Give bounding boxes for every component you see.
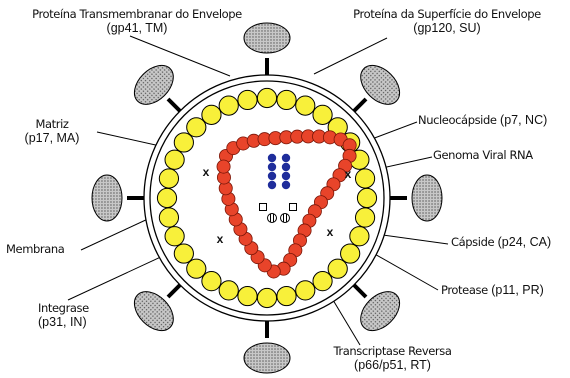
- leader-line: [130, 36, 230, 76]
- integrase-code: (p31, IN): [38, 315, 89, 329]
- matrix-protein: [202, 105, 221, 124]
- nucleocapsid-name: Nucleocápside: [418, 113, 497, 127]
- reverse-transcriptase: [268, 214, 277, 223]
- protease-code: (p11, PR): [491, 283, 544, 297]
- nucleocapsid-label: Nucleocápside (p7, NC): [418, 113, 547, 127]
- matrix-name: Matriz: [6, 117, 98, 131]
- matrix-label: Matriz (p17, MA): [6, 117, 98, 145]
- matrix-protein: [341, 244, 360, 263]
- rna-nucleotide: [268, 172, 276, 180]
- matrix-protein: [202, 272, 221, 291]
- tm-label: Proteína Transmembranar do Envelope (gp4…: [12, 7, 262, 35]
- genome-label: Genoma Viral RNA: [433, 148, 533, 162]
- matrix-protein: [277, 90, 296, 109]
- rna-nucleotide: [282, 154, 290, 162]
- matrix-protein: [257, 288, 276, 307]
- protease-x-marker: x: [327, 225, 334, 239]
- matrix-protein: [187, 259, 206, 278]
- matrix-protein: [296, 281, 315, 300]
- capsid-name: Cápside: [451, 235, 494, 249]
- matrix-protein: [165, 150, 184, 169]
- matrix-protein: [350, 227, 369, 246]
- gp120-knob: [412, 175, 442, 221]
- viral-envelope: [92, 23, 442, 373]
- matrix-protein: [219, 281, 238, 300]
- su-code: (gp120, SU): [333, 21, 561, 35]
- protease-name: Protease: [441, 283, 488, 297]
- matrix-code: (p17, MA): [6, 131, 98, 145]
- matrix-protein: [238, 90, 257, 109]
- nucleocapsid-code: (p7, NC): [500, 113, 547, 127]
- tm-name: Proteína Transmembranar do Envelope: [12, 7, 262, 21]
- membrane-label: Membrana: [6, 242, 64, 256]
- gp120-knob: [244, 343, 290, 373]
- matrix-protein: [238, 286, 257, 305]
- capsid-label: Cápside (p24, CA): [451, 235, 551, 249]
- matrix-protein: [174, 244, 193, 263]
- integrase-molecule: [290, 204, 297, 211]
- protease-label: Protease (p11, PR): [441, 283, 544, 297]
- matrix-protein: [165, 227, 184, 246]
- gp120-knob: [92, 175, 122, 221]
- su-name: Proteína da Superfície do Envelope: [333, 7, 561, 21]
- rt-label: Transcriptase Reversa (p66/p51, RT): [330, 344, 455, 372]
- rt-code: (p66/p51, RT): [330, 358, 455, 372]
- protease-x-marker: x: [217, 232, 224, 246]
- matrix-protein: [157, 188, 176, 207]
- leader-line: [81, 218, 150, 250]
- matrix-protein: [187, 118, 206, 137]
- matrix-protein: [159, 169, 178, 188]
- matrix-protein: [296, 96, 315, 115]
- rna-nucleotide: [282, 172, 290, 180]
- tm-code: (gp41, TM): [12, 21, 262, 35]
- rna-nucleotide: [282, 181, 290, 189]
- reverse-transcriptase: [281, 214, 290, 223]
- matrix-protein: [313, 105, 332, 124]
- matrix-protein: [257, 88, 276, 107]
- matrix-protein: [159, 208, 178, 227]
- rt-name: Transcriptase Reversa: [330, 344, 455, 358]
- protease-x-marker: x: [345, 167, 352, 181]
- matrix-protein: [219, 96, 238, 115]
- rna-nucleotide: [282, 163, 290, 171]
- integrase-label: Integrase (p31, IN): [38, 301, 89, 329]
- outer-membrane: [144, 75, 390, 321]
- rna-nucleotide: [268, 154, 276, 162]
- capsid-code: (p24, CA): [498, 235, 552, 249]
- matrix-protein: [355, 169, 374, 188]
- su-label: Proteína da Superfície do Envelope (gp12…: [333, 7, 561, 35]
- capsid-protein: [217, 160, 230, 173]
- protease-x-marker: x: [203, 165, 210, 179]
- integrase-name: Integrase: [38, 301, 89, 315]
- matrix-protein: [174, 133, 193, 152]
- rna-nucleotide: [268, 163, 276, 171]
- matrix-protein: [277, 286, 296, 305]
- rna-nucleotide: [268, 181, 276, 189]
- integrase-molecule: [260, 204, 267, 211]
- matrix-protein: [355, 208, 374, 227]
- matrix-protein: [328, 259, 347, 278]
- matrix-protein: [357, 188, 376, 207]
- matrix-protein: [313, 272, 332, 291]
